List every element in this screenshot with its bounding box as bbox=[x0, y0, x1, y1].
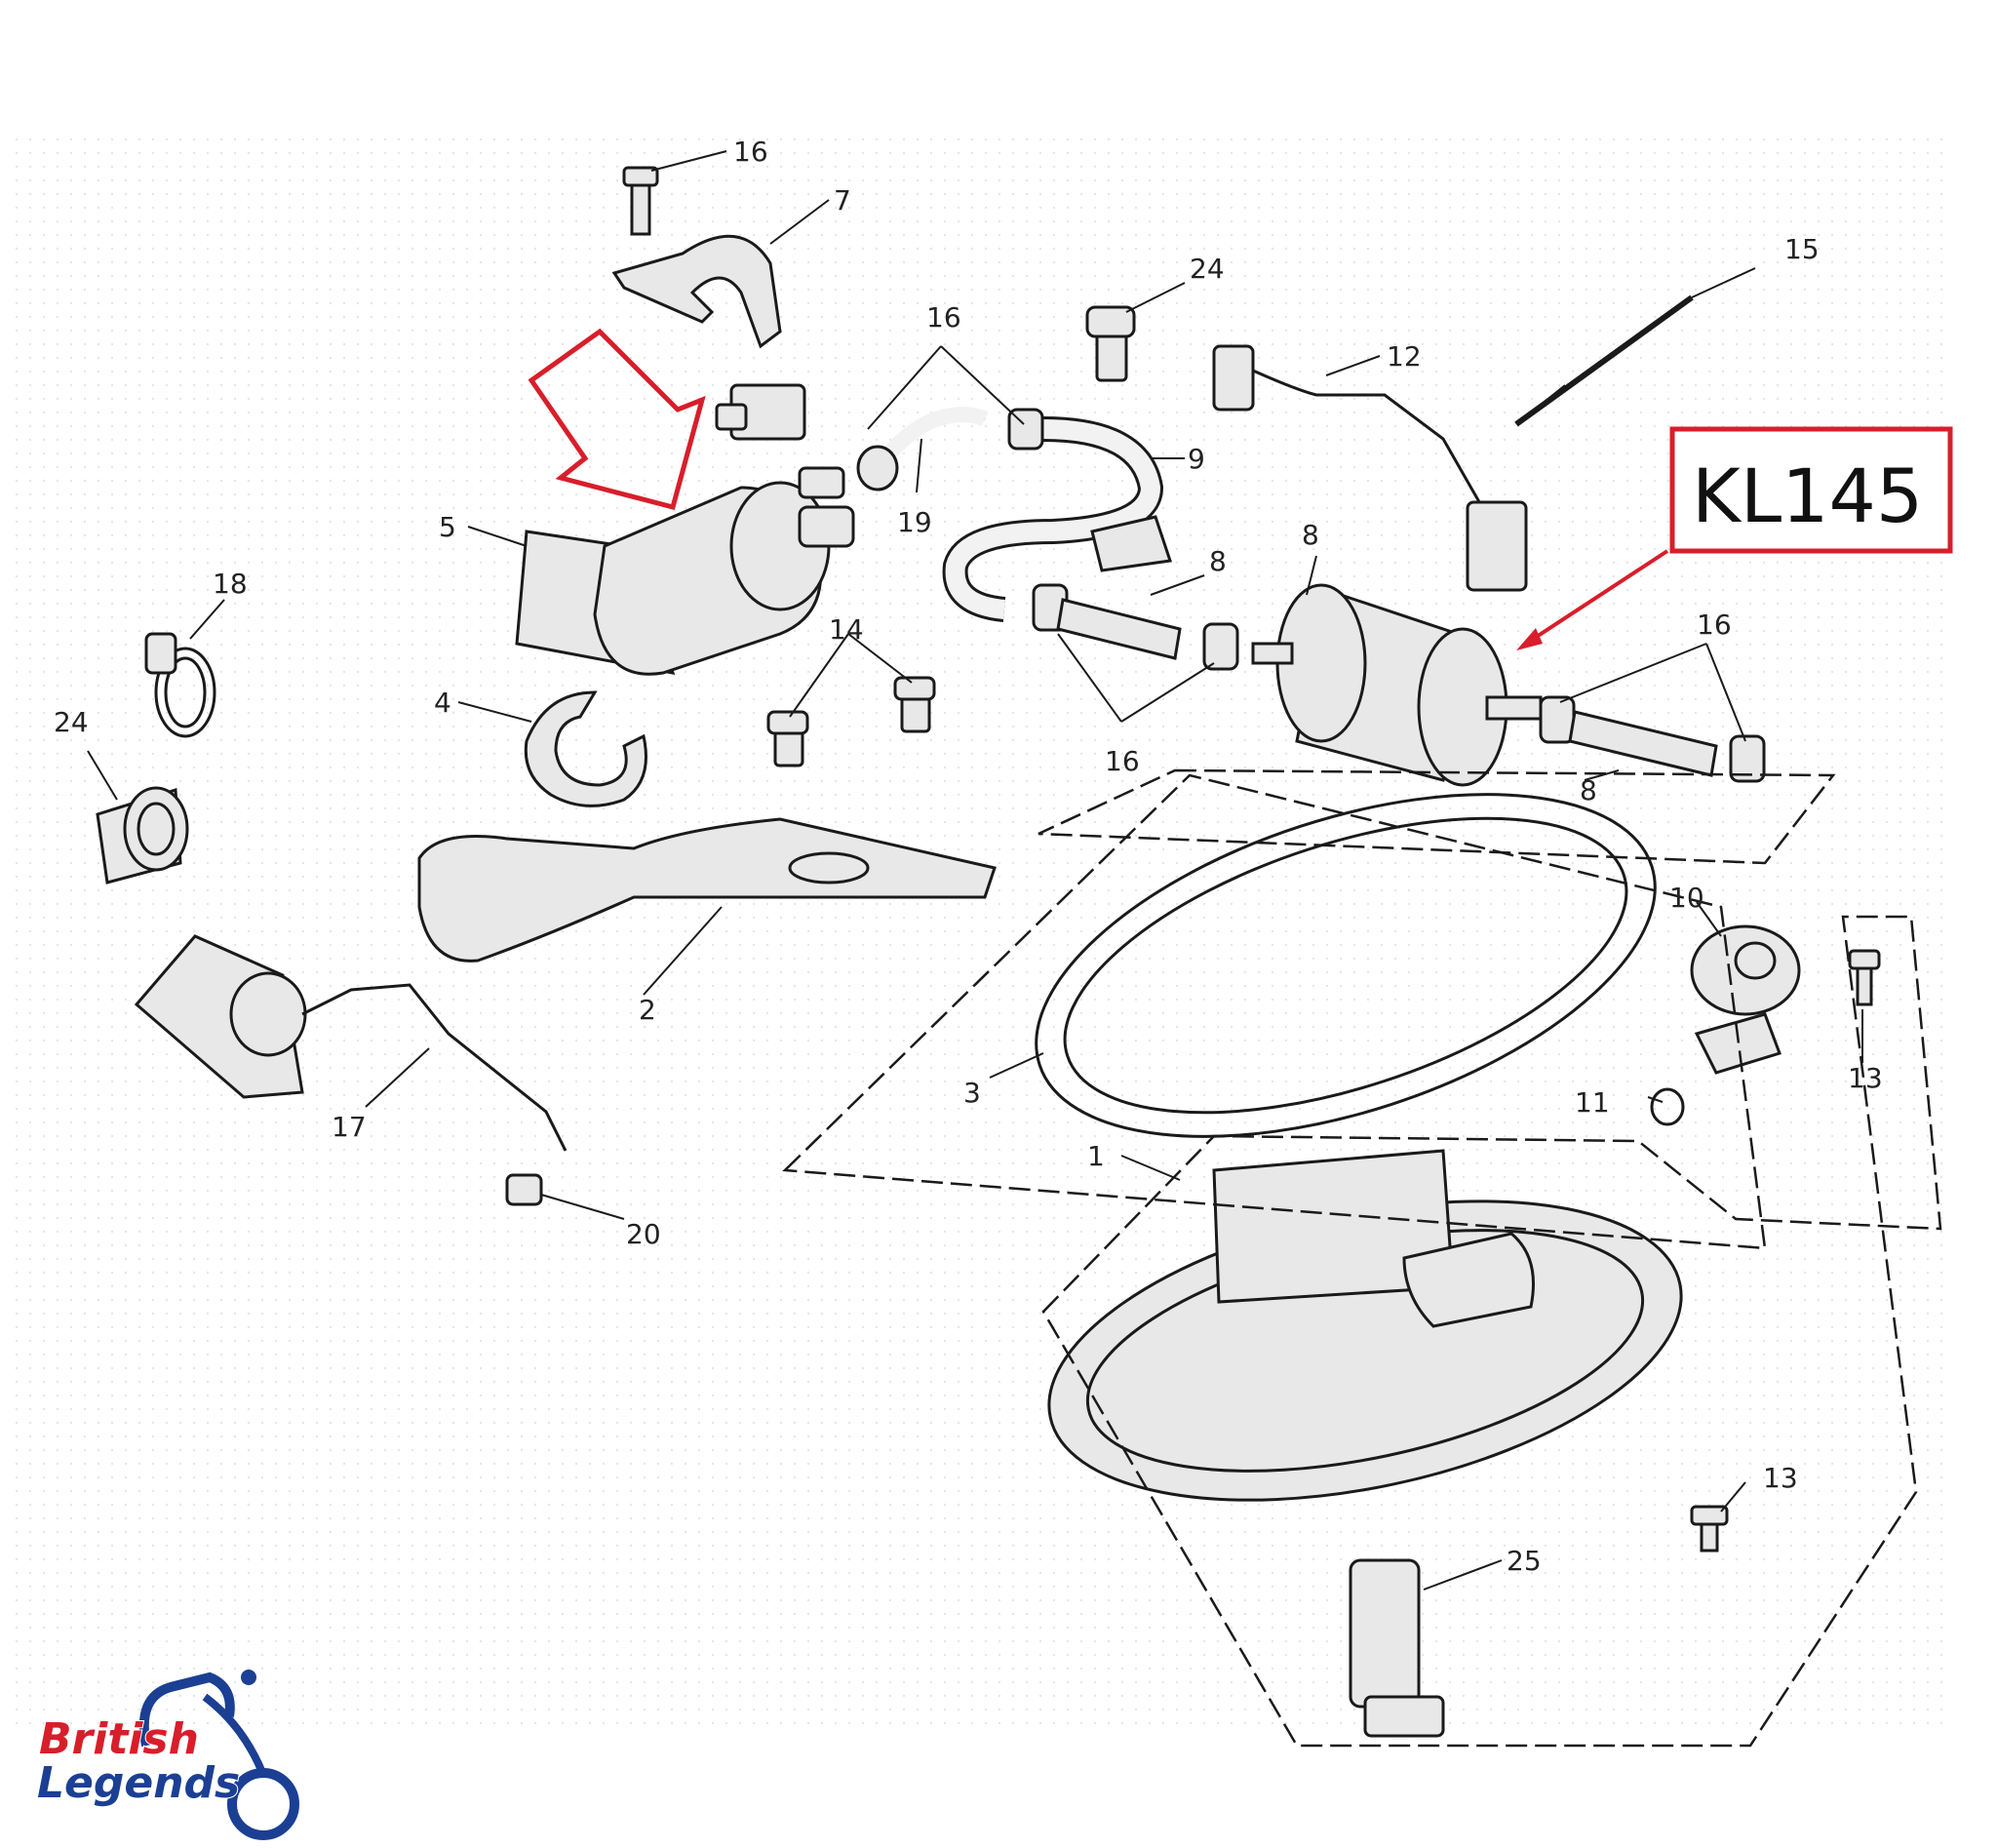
part-9-hose bbox=[942, 416, 1172, 622]
label-part-10: 8 bbox=[1302, 519, 1319, 551]
british-legends-logo: British Legends bbox=[36, 1670, 299, 1840]
part-10-fuel-filter bbox=[1251, 583, 1543, 787]
part-7-bracket bbox=[611, 234, 782, 349]
assembly-outline-base bbox=[1041, 915, 1942, 1748]
label-part-25: 25 bbox=[1507, 1545, 1542, 1577]
part-25-sensor bbox=[1349, 1558, 1445, 1738]
label-part-7: 7 bbox=[834, 184, 851, 216]
logo-text-legends: Legends bbox=[37, 1758, 240, 1808]
part-11-sensor bbox=[1212, 344, 1528, 592]
part-19-bolt bbox=[622, 166, 659, 236]
label-part-4: 4 bbox=[434, 687, 451, 719]
label-part-5: 5 bbox=[439, 511, 456, 543]
part-23-clip bbox=[505, 1173, 543, 1206]
part-1-base-plate bbox=[1047, 1149, 1683, 1502]
label-part-19: 16 bbox=[733, 136, 768, 168]
part-22-hose-clamp bbox=[144, 632, 216, 738]
label-part-8-right: 8 bbox=[1580, 774, 1597, 806]
label-part-22: 18 bbox=[213, 568, 248, 600]
callout-kl145-text: KL145 bbox=[1692, 452, 1923, 539]
label-part-12: 10 bbox=[1669, 882, 1704, 914]
logo-text-british: British bbox=[39, 1714, 199, 1764]
callout-pointer-arrow bbox=[1516, 549, 1669, 650]
label-part-24-top: 24 bbox=[1190, 253, 1225, 285]
label-part-21: 19 bbox=[897, 506, 932, 538]
leader-lines bbox=[87, 150, 1863, 1591]
diagram-background bbox=[10, 137, 1950, 1736]
assembly-outline-filter bbox=[1038, 768, 1836, 865]
label-part-8-top: 8 bbox=[1209, 545, 1227, 577]
label-part-11: 12 bbox=[1387, 340, 1422, 373]
label-part-2: 2 bbox=[639, 994, 656, 1026]
part-24-screw-top bbox=[1085, 305, 1136, 382]
label-part-16-right: 16 bbox=[1697, 609, 1732, 641]
part-4-clip bbox=[524, 690, 647, 807]
assembly-outline-gasket bbox=[782, 773, 1767, 1250]
label-part-13: 11 bbox=[1575, 1086, 1610, 1119]
label-part-16-top: 16 bbox=[926, 301, 961, 334]
label-part-14: 13 bbox=[1763, 1462, 1798, 1494]
red-outline-arrow bbox=[528, 328, 706, 511]
label-part-24-bushing: 24 bbox=[54, 706, 89, 738]
part-5-fuel-pump bbox=[515, 466, 855, 676]
part-20-cap-tube bbox=[134, 934, 568, 1152]
callout-kl145: KL145 bbox=[1669, 426, 1953, 554]
part-18-cable-tie bbox=[1514, 295, 1694, 427]
label-part-1: 1 bbox=[1087, 1140, 1105, 1172]
part-13-o-ring bbox=[1650, 1087, 1685, 1126]
part-connector-top bbox=[715, 383, 806, 441]
label-part-20: 17 bbox=[332, 1111, 367, 1143]
part-12-regulator bbox=[1690, 924, 1801, 1075]
label-part-9: 9 bbox=[1188, 443, 1205, 475]
part-16-clamp bbox=[1007, 408, 1766, 783]
label-part-17: 14 bbox=[829, 613, 864, 646]
part-14-bolt bbox=[1690, 1505, 1729, 1553]
part-17-screws bbox=[766, 676, 936, 767]
part-2-bracket-plate bbox=[417, 817, 997, 963]
label-part-15: 13 bbox=[1848, 1062, 1883, 1094]
label-part-18: 15 bbox=[1784, 233, 1820, 265]
label-part-16-mid: 16 bbox=[1105, 745, 1140, 777]
part-3-gasket bbox=[1035, 793, 1657, 1138]
part-21-hose bbox=[856, 407, 989, 491]
part-number-labels: 16 7 5 4 18 24 2 17 20 16 24 12 15 9 19 … bbox=[54, 136, 1883, 1577]
part-24-bushing bbox=[96, 786, 189, 885]
label-part-23: 20 bbox=[626, 1218, 661, 1250]
label-part-3: 3 bbox=[963, 1077, 981, 1109]
part-15-screw bbox=[1848, 949, 1881, 1006]
